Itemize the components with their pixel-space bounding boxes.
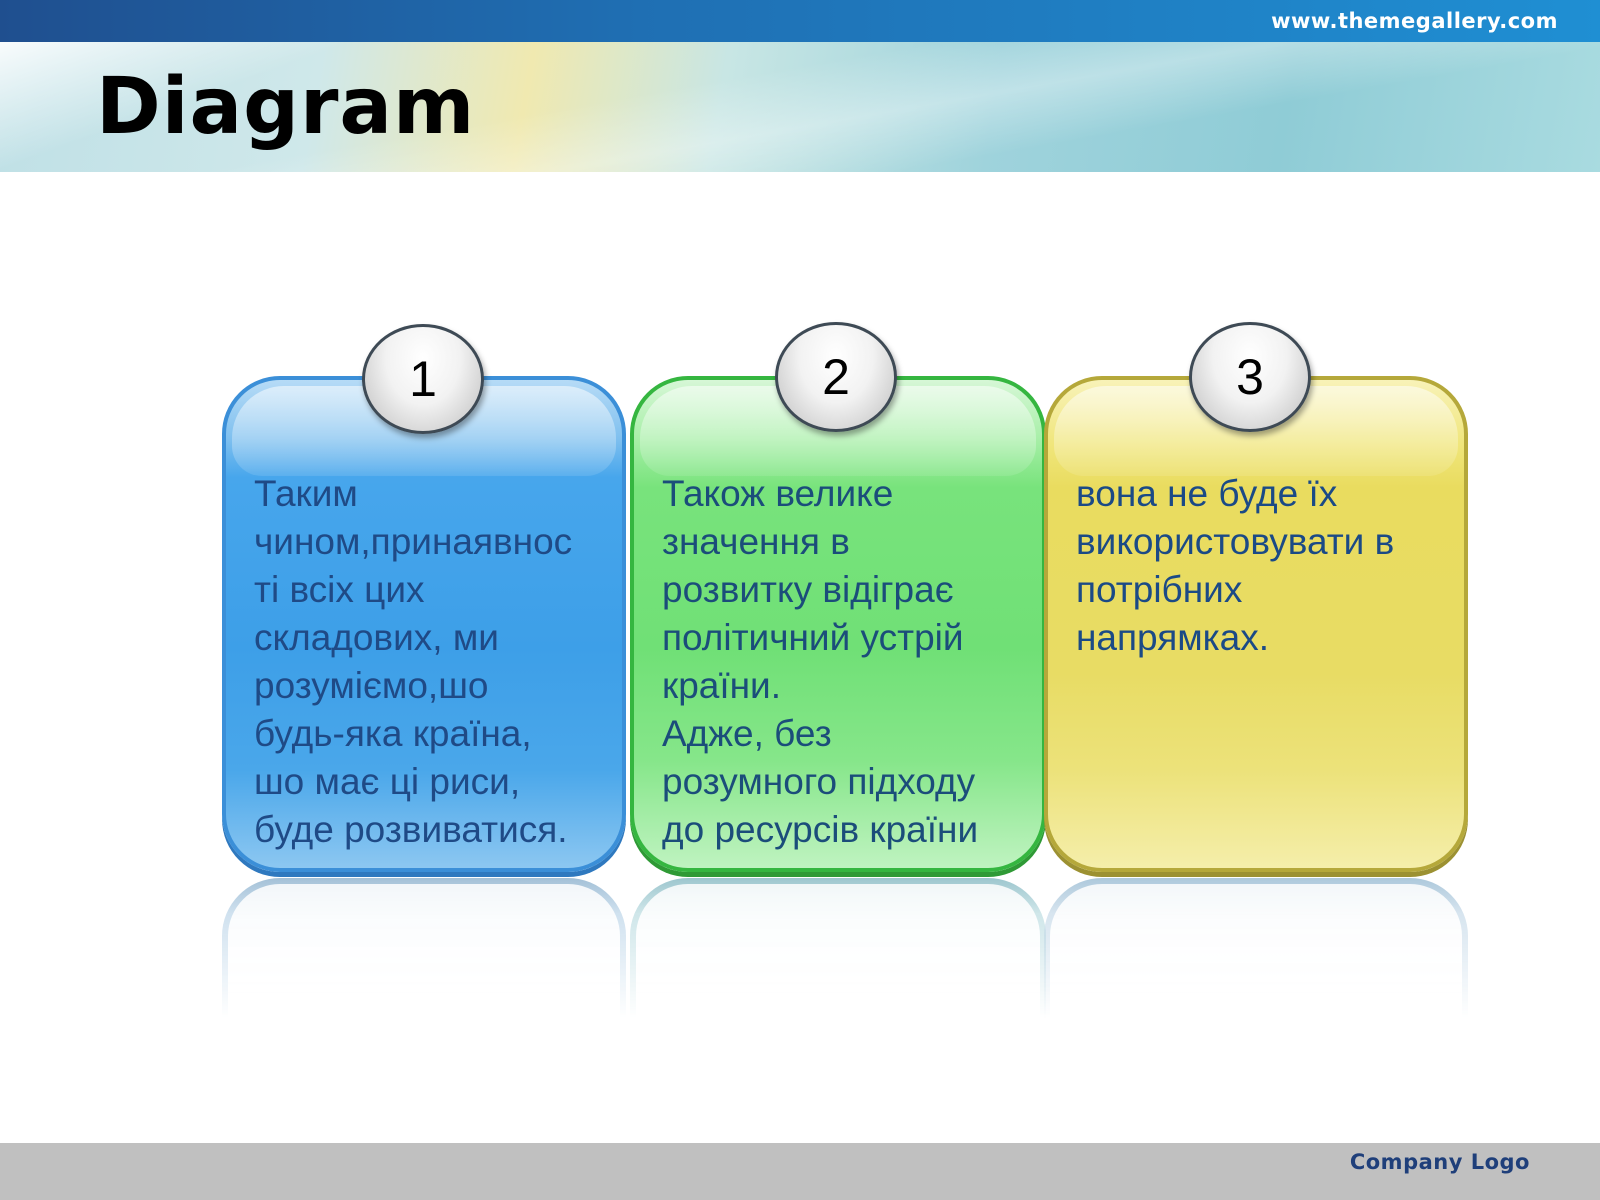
page-title: Diagram: [96, 62, 476, 152]
card-2-text: Також велике значення в розвитку відігра…: [662, 473, 979, 850]
card-3-text: вона не буде їх використовувати в потріб…: [1076, 473, 1395, 658]
title-band: [0, 42, 1600, 172]
card-2-reflection: [630, 878, 1046, 1018]
site-url[interactable]: www.themegallery.com: [1271, 9, 1558, 33]
step-badge-2: 2: [775, 322, 897, 432]
diagram-card-3: вона не буде їх використовувати в потріб…: [1044, 376, 1468, 872]
footer-bar: [0, 1143, 1600, 1200]
step-badge-3: 3: [1189, 322, 1311, 432]
top-bar: www.themegallery.com: [0, 0, 1600, 42]
diagram-card-2: Також велике значення в розвитку відігра…: [630, 376, 1046, 872]
card-1-reflection: [222, 878, 626, 1018]
card-3-reflection: [1044, 878, 1468, 1018]
card-1-text: Таким чином,принаявнос ті всіх цих склад…: [254, 473, 573, 850]
diagram-card-1: Таким чином,принаявнос ті всіх цих склад…: [222, 376, 626, 872]
step-badge-1: 1: [362, 324, 484, 434]
company-logo: Company Logo: [1349, 1150, 1530, 1174]
